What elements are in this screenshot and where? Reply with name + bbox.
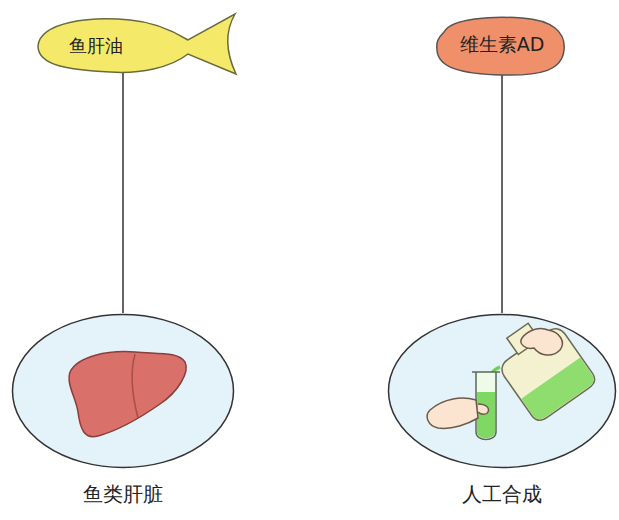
- fish-label: 鱼肝油: [30, 10, 240, 78]
- caption-text: 人工合成: [387, 481, 617, 508]
- node-text: 维生素AD: [460, 32, 545, 58]
- capsule-label: 维生素AD: [432, 12, 570, 78]
- connector-line: [122, 72, 124, 313]
- fish-shape: [38, 14, 236, 74]
- picture-ellipse: 人工合成: [387, 313, 617, 469]
- liver-illustration: [69, 352, 186, 437]
- ellipse-outline: [389, 315, 616, 468]
- caption-wrap: 鱼类肝脏: [11, 481, 235, 508]
- caption-text: 鱼类肝脏: [11, 481, 235, 508]
- node-outline: [11, 313, 235, 469]
- text-wrap: 维生素AD: [460, 32, 545, 58]
- node-outline: [30, 10, 240, 78]
- blob-shape: [437, 17, 564, 75]
- node-text: 鱼肝油: [69, 34, 123, 58]
- synthesis-illustration: [427, 309, 598, 439]
- node-outline: [387, 313, 617, 469]
- picture-ellipse: 鱼类肝脏: [11, 313, 235, 469]
- caption-wrap: 人工合成: [387, 481, 617, 508]
- connector-line: [501, 72, 503, 313]
- text-wrap: 鱼肝油: [69, 34, 123, 58]
- ellipse-outline: [13, 315, 234, 468]
